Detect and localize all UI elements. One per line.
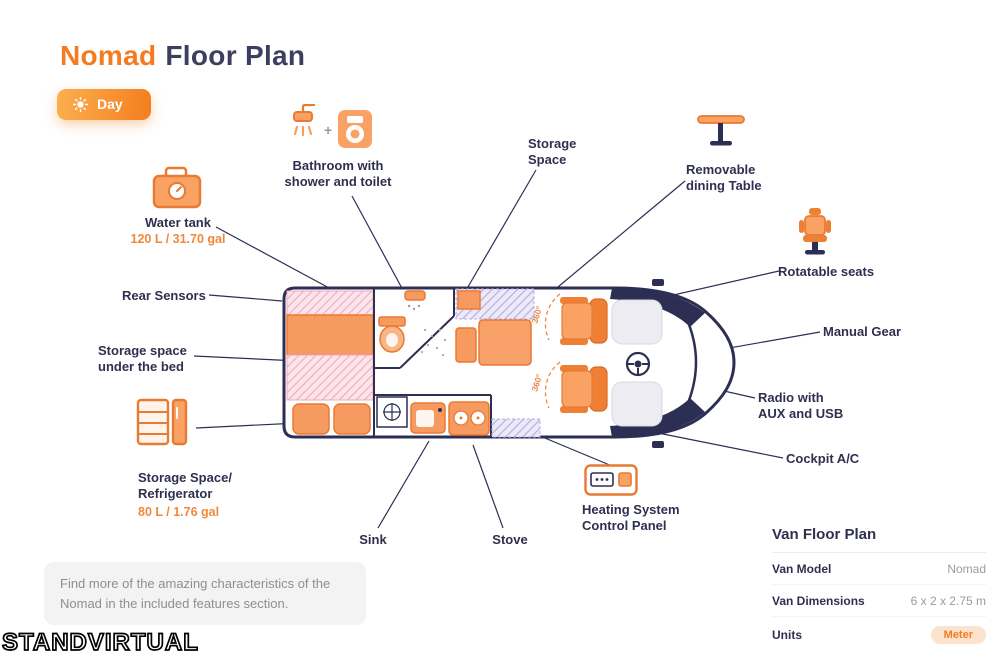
watermark-logo: STANDVIRTUAL	[1, 628, 199, 657]
callout-radio: Radio with AUX and USB	[758, 390, 844, 422]
callout-dining-table: Removable dining Table	[686, 162, 762, 194]
page-title-brand: Nomad	[60, 40, 157, 71]
mirror-top	[652, 279, 664, 286]
stove	[448, 401, 490, 436]
info-row-units: Units Meter	[772, 617, 986, 652]
dining-table	[478, 319, 532, 366]
callout-storage-top: Storage Space	[528, 136, 577, 168]
day-mode-label: Day	[97, 96, 123, 112]
units-badge[interactable]: Meter	[930, 626, 986, 644]
page-title-rest: Floor Plan	[165, 40, 306, 71]
callout-manual-gear: Manual Gear	[823, 324, 902, 339]
rotation-arc	[544, 293, 561, 341]
info-panel-title: Van Floor Plan	[772, 526, 986, 553]
table-icon	[697, 115, 745, 146]
info-label-units: Units	[772, 628, 802, 642]
dashboard-bottom	[611, 381, 663, 427]
callout-rotatable-seats: Rotatable seats	[778, 264, 875, 279]
water-tank-icon	[152, 166, 202, 209]
callout-bathroom: Bathroom with shower and toilet	[284, 158, 392, 190]
callout-line-sink	[377, 440, 430, 529]
shower-head	[404, 290, 426, 301]
toilet-icon	[338, 110, 373, 148]
dashboard-top	[611, 299, 663, 345]
seat-icon-box	[796, 208, 834, 256]
heating-panel-icon-box	[584, 464, 638, 496]
interior-walls	[373, 289, 492, 436]
features-note: Find more of the amazing characteristics…	[44, 562, 366, 625]
fridge-label: Storage Space/ Refrigerator	[138, 470, 232, 502]
info-row-model: Van Model Nomad	[772, 553, 986, 585]
cushion-left	[292, 403, 330, 435]
callout-line-fridge	[195, 422, 300, 429]
bathroom-area	[378, 290, 447, 357]
page-title: Nomad Floor Plan	[60, 40, 305, 72]
callout-line-cockpit-ac	[647, 430, 784, 459]
water-tank-icon-box	[150, 166, 204, 210]
callout-line-stove	[472, 444, 504, 529]
fridge-icon-box	[136, 398, 188, 446]
bed-area	[286, 290, 374, 435]
callout-cockpit-ac: Cockpit A/C	[786, 451, 860, 466]
water-tank-capacity: 120 L / 31.70 gal	[130, 232, 226, 246]
callout-storage-bed: Storage space under the bed	[98, 343, 187, 375]
info-value-model: Nomad	[947, 562, 986, 576]
shower-icon	[293, 104, 316, 137]
toilet-tank	[378, 316, 406, 327]
callout-lines	[193, 169, 821, 529]
callout-fridge: Storage Space/ Refrigerator 80 L / 1.76 …	[138, 470, 246, 520]
fridge-capacity: 80 L / 1.76 gal	[138, 504, 220, 519]
callout-line-storage-top	[464, 169, 537, 293]
storage-dining-area	[455, 288, 535, 366]
storage-hatch-bed-bottom	[286, 354, 374, 401]
rotatable-seat-top: 360°	[529, 293, 608, 345]
faucet	[438, 408, 442, 412]
mirror-bottom	[652, 441, 664, 448]
dining-bench	[455, 327, 477, 363]
bed	[286, 314, 374, 356]
cockpit-area	[611, 299, 663, 427]
cabinet	[457, 290, 481, 310]
kitchen-area	[376, 396, 541, 438]
callout-water-tank: Water tank	[128, 215, 228, 231]
bathroom-icons: +	[288, 104, 373, 148]
info-value-dimensions: 6 x 2 x 2.75 m	[910, 594, 986, 608]
callout-line-rear-sensors	[208, 294, 283, 302]
fridge-icon	[136, 398, 188, 446]
windshield-line	[686, 321, 698, 404]
shower-floor-dots	[420, 328, 447, 357]
rotatable-seat-bottom: 360°	[529, 361, 608, 413]
storage-hatch-bottom	[491, 418, 541, 438]
callout-rear-sensors: Rear Sensors	[122, 288, 206, 303]
storage-hatch-bed-top	[286, 290, 374, 316]
callout-heating: Heating System Control Panel	[582, 502, 680, 534]
seat-icon	[799, 208, 831, 255]
heating-panel-icon	[584, 464, 638, 496]
sun-icon	[73, 96, 88, 112]
water-tank-label: Water tank	[145, 215, 211, 230]
info-row-dimensions: Van Dimensions 6 x 2 x 2.75 m	[772, 585, 986, 617]
dining-table-icon-box	[696, 114, 746, 148]
cushion-right	[333, 403, 371, 435]
callout-line-water-tank	[215, 226, 332, 290]
day-mode-toggle[interactable]: Day	[57, 89, 151, 120]
van-info-panel: Van Floor Plan Van Model Nomad Van Dimen…	[772, 526, 986, 652]
rotation-arc	[544, 361, 561, 409]
plus-sign: +	[324, 122, 333, 138]
info-label-model: Van Model	[772, 562, 832, 576]
callout-sink: Sink	[359, 532, 387, 547]
callout-stove: Stove	[492, 532, 528, 547]
info-label-dimensions: Van Dimensions	[772, 594, 865, 608]
